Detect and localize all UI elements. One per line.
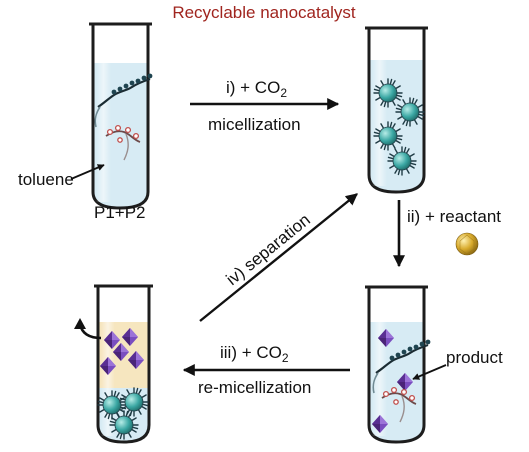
test-tube-top-right (365, 26, 428, 194)
step-3-sublabel: re-micellization (198, 378, 311, 397)
product-pointer-arrow (412, 364, 447, 380)
step-2-label: ii) + reactant (407, 207, 501, 226)
step-1-label: i) + CO2 (226, 78, 287, 100)
polymer-mixture-label: P1+P2 (94, 203, 146, 222)
test-tube-bottom-left (94, 284, 153, 444)
solvent-pointer-arrow (70, 164, 105, 180)
test-tube-bottom-right (365, 285, 432, 444)
test-tube-top-left (89, 22, 154, 210)
arrow-step-4 (199, 193, 358, 322)
recycle-curved-arrow-icon (74, 318, 102, 340)
diagram-title: Recyclable nanocatalyst (172, 3, 356, 22)
reactant-icon (455, 232, 479, 256)
solvent-label: toluene (18, 170, 74, 189)
step-3-label: iii) + CO2 (220, 343, 289, 365)
step-1-sublabel: micellization (208, 115, 301, 134)
step-4-label: iv) separation (223, 210, 314, 289)
product-label: product (446, 348, 503, 367)
